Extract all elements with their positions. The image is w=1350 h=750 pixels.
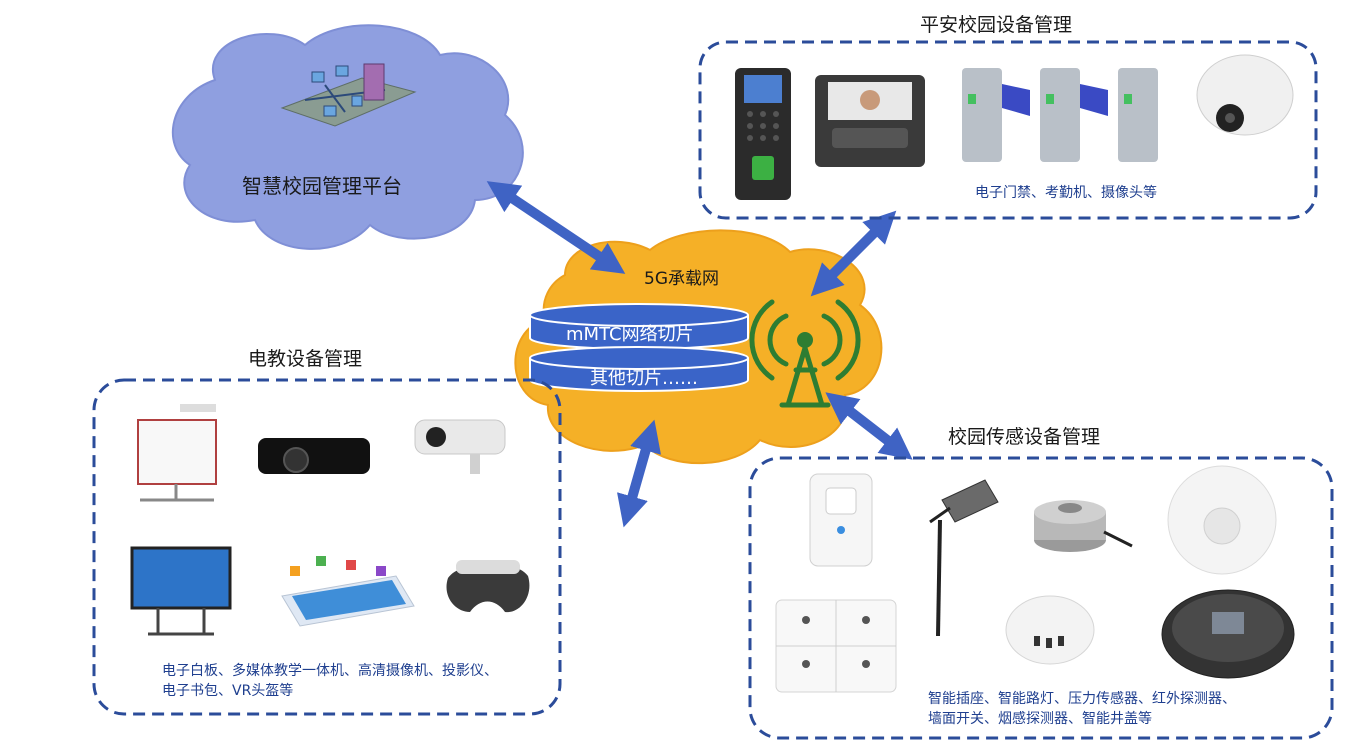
arrow-network-security: [810, 210, 897, 297]
face-terminal-icon: [815, 75, 925, 167]
street-lamp-icon: [929, 479, 999, 637]
teaching-display-icon: [130, 546, 232, 636]
bullet-camera-icon: [414, 419, 506, 474]
platform-cloud: [171, 24, 524, 250]
education-caption-line-1: 电子白板、多媒体教学一体机、高清摄像机、投影仪、: [162, 663, 498, 679]
platform-label: 智慧校园管理平台: [242, 174, 402, 198]
other-slice-label: 其他切片……: [590, 368, 698, 389]
mmtc-slice-label: mMTC网络切片: [566, 324, 694, 345]
sensing-title: 校园传感设备管理: [948, 426, 1101, 448]
sensing-caption-line-2: 墙面开关、烟感探测器、智能井盖等: [928, 711, 1152, 727]
vr-headset-icon: [446, 560, 530, 613]
pressure-sensor-icon: [1034, 500, 1133, 552]
whiteboard-icon: [137, 404, 217, 502]
network-topology-icon: [280, 63, 417, 127]
dome-camera-icon: [1196, 54, 1294, 136]
antenna-tower-icon: [749, 299, 861, 408]
wall-switch-icon: [775, 599, 897, 693]
arrow-platform-network: [486, 181, 626, 274]
fingerprint-reader-icon: [735, 68, 791, 200]
infrared-detector-icon: [1167, 465, 1277, 575]
security-devices-box: [698, 40, 1318, 220]
education-title: 电教设备管理: [248, 348, 363, 370]
security-caption: 电子门禁、考勤机、摄像头等: [975, 185, 1157, 201]
education-devices-box: [92, 378, 562, 716]
arrow-network-sensing: [825, 392, 913, 460]
turnstile-gate-icon: [962, 68, 1158, 162]
mmtc-slice: [529, 303, 749, 350]
smoke-detector-icon: [1005, 595, 1095, 665]
smart-socket-icon: [809, 473, 873, 567]
manhole-cover-icon: [1161, 589, 1295, 679]
arrow-network-education: [617, 419, 661, 528]
education-caption-line-2: 电子书包、VR头盔等: [162, 683, 294, 699]
connection-arrows: [486, 181, 913, 528]
tablet-icon: [281, 556, 415, 627]
security-title: 平安校园设备管理: [920, 14, 1073, 36]
projector-icon: [258, 438, 370, 474]
network-label: 5G承载网: [644, 269, 719, 289]
other-slice: [529, 346, 749, 392]
sensing-caption-line-1: 智能插座、智能路灯、压力传感器、红外探测器、: [928, 691, 1236, 707]
